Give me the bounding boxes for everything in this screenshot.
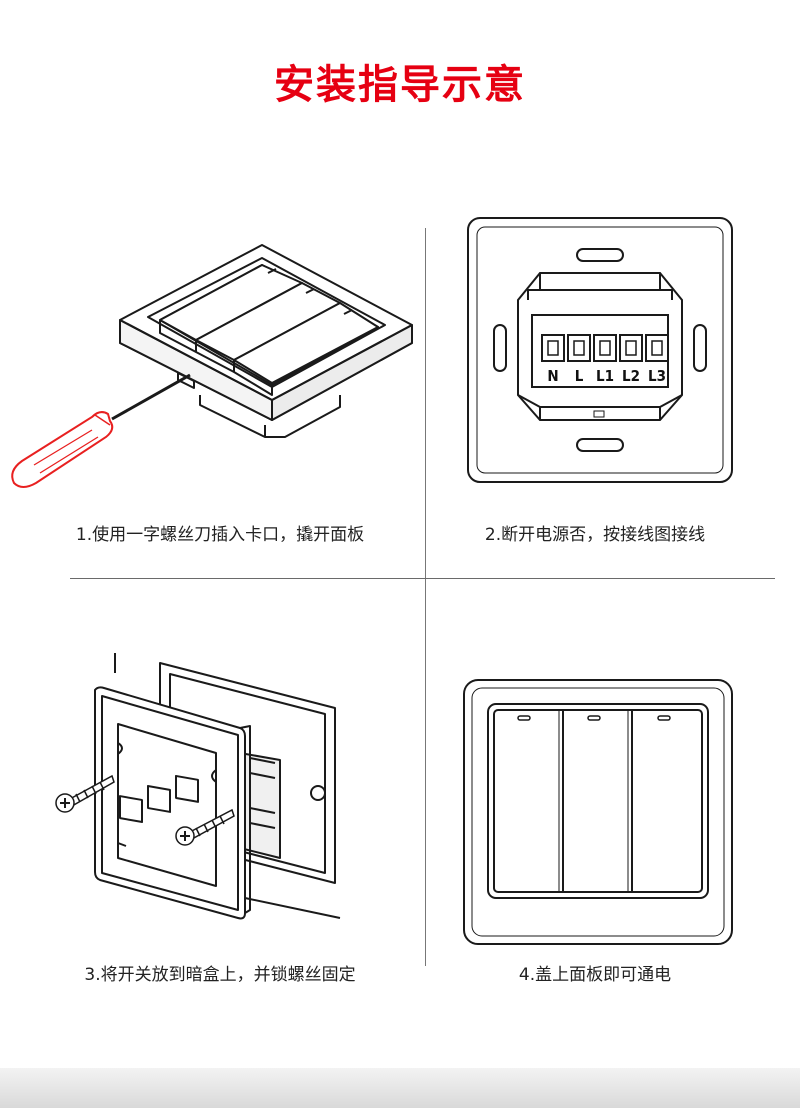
step3-caption: 3.将开关放到暗盒上，并锁螺丝固定 — [84, 965, 356, 985]
step1-caption: 1.使用一字螺丝刀插入卡口，撬开面板 — [75, 525, 365, 545]
step3-illustration — [55, 653, 341, 920]
horizontal-divider — [70, 578, 775, 579]
vertical-divider-bottom — [425, 580, 426, 966]
page-title: 安装指导示意 — [274, 62, 526, 108]
footer-band — [0, 1068, 800, 1108]
step1-illustration — [11, 244, 413, 488]
step4-illustration — [463, 679, 733, 945]
terminal-label-l3: L3 — [648, 367, 666, 385]
terminal-label-l1: L1 — [596, 367, 614, 385]
step4-caption: 4.盖上面板即可通电 — [518, 965, 672, 985]
vertical-divider-top — [425, 228, 426, 580]
step2-caption: 2.断开电源否，按接线图接线 — [484, 525, 706, 545]
step2-illustration: N L L1 L2 L3 — [467, 217, 733, 483]
terminal-label-n: N — [547, 367, 558, 385]
terminal-label-l: L — [575, 367, 584, 385]
terminal-label-l2: L2 — [622, 367, 640, 385]
